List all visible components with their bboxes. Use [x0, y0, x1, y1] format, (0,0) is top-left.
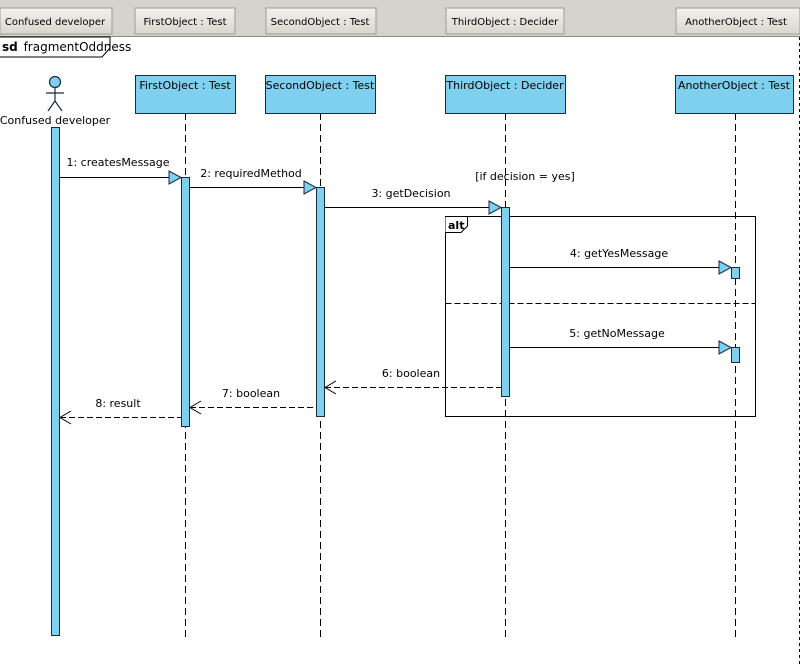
- message-1[interactable]: 1: createsMessage: [60, 156, 183, 185]
- actor-label: Confused developer: [0, 114, 111, 127]
- message-4-label: 4: getYesMessage: [570, 247, 668, 260]
- header-tab-third-object[interactable]: ThirdObject : Decider: [445, 7, 565, 35]
- alt-guard: [if decision = yes]: [475, 170, 575, 183]
- message-6-label: 6: boolean: [382, 367, 440, 380]
- lifeline-first-object-label: FirstObject : Test: [139, 79, 231, 92]
- message-1-label: 1: createsMessage: [66, 156, 169, 169]
- message-2[interactable]: 2: requiredMethod: [190, 167, 318, 195]
- message-8[interactable]: 8: result: [59, 397, 181, 425]
- lifeline-lines: [185, 113, 736, 637]
- header-tab-second-object[interactable]: SecondObject : Test: [265, 7, 377, 35]
- message-7[interactable]: 7: boolean: [189, 387, 316, 415]
- frame-name-tab: sd fragmentOddness: [0, 36, 131, 58]
- lifeline-another-object-label: AnotherObject : Test: [678, 79, 791, 92]
- message-5[interactable]: 5: getNoMessage: [510, 327, 733, 355]
- message-5-label: 5: getNoMessage: [569, 327, 665, 340]
- activation-first-object: [181, 177, 190, 427]
- message-3[interactable]: 3: getDecision: [325, 187, 503, 215]
- svg-text:ThirdObject : Decider: ThirdObject : Decider: [451, 17, 559, 28]
- lifeline-another-object[interactable]: AnotherObject : Test: [675, 75, 794, 114]
- svg-text:Confused developer: Confused developer: [5, 17, 106, 28]
- header-tab-first-object[interactable]: FirstObject : Test: [134, 7, 236, 35]
- lifeline-third-object-label: ThirdObject : Decider: [445, 79, 564, 92]
- lifeline-third-object[interactable]: ThirdObject : Decider: [445, 75, 566, 114]
- actor-icon: [46, 75, 64, 112]
- header-bar: Confused developer FirstObject : Test Se…: [0, 0, 800, 37]
- svg-text:SecondObject : Test: SecondObject : Test: [271, 17, 370, 28]
- activation-another-object-2: [731, 347, 740, 363]
- activation-second-object: [316, 187, 325, 417]
- message-6[interactable]: 6: boolean: [324, 367, 501, 395]
- svg-text:FirstObject : Test: FirstObject : Test: [143, 17, 226, 28]
- alt-fragment[interactable]: alt: [445, 216, 756, 417]
- svg-text:AnotherObject : Test: AnotherObject : Test: [685, 17, 787, 28]
- svg-text:sd fragmentOddness: sd fragmentOddness: [2, 40, 131, 54]
- alt-keyword: alt: [448, 219, 464, 232]
- activation-bars: [51, 127, 740, 636]
- message-3-label: 3: getDecision: [371, 187, 450, 200]
- lifeline-second-object[interactable]: SecondObject : Test: [265, 75, 376, 114]
- message-8-label: 8: result: [95, 397, 141, 410]
- lifeline-second-object-label: SecondObject : Test: [266, 79, 375, 92]
- activation-another-object-1: [731, 267, 740, 279]
- message-7-label: 7: boolean: [222, 387, 280, 400]
- activation-actor: [51, 127, 60, 636]
- activation-third-object: [501, 207, 510, 397]
- lifeline-first-object[interactable]: FirstObject : Test: [135, 75, 236, 114]
- header-tab-confused-developer[interactable]: Confused developer: [0, 7, 113, 35]
- message-4[interactable]: 4: getYesMessage: [510, 247, 733, 275]
- message-2-label: 2: requiredMethod: [200, 167, 302, 180]
- header-tab-another-object[interactable]: AnotherObject : Test: [675, 7, 800, 35]
- actor-confused-developer[interactable]: Confused developer: [0, 75, 111, 128]
- frame-name: fragmentOddness: [24, 40, 132, 54]
- frame-keyword: sd: [2, 40, 18, 54]
